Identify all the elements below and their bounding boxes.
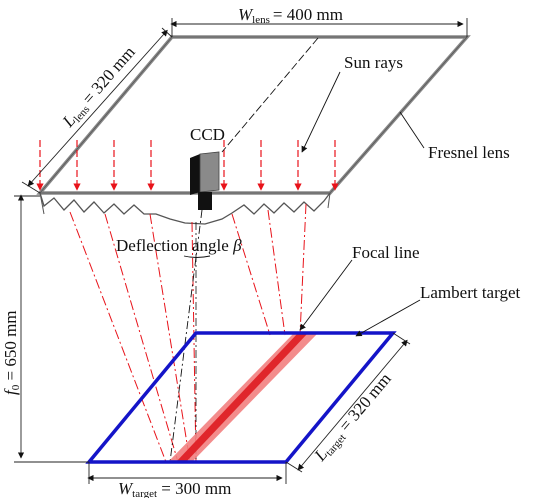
sun-ray-arrows (36, 140, 339, 191)
w-target-dimension (87, 462, 287, 484)
fresnel-lens-profile (39, 192, 331, 225)
fresnel-lens-label: Fresnel lens (428, 143, 510, 162)
f0-label: f0 = 650 mm (1, 310, 22, 395)
focal-line-band (168, 333, 318, 462)
f0-dimension (14, 194, 89, 463)
ccd-camera (190, 151, 220, 210)
l-target-dimension (285, 332, 411, 473)
fresnel-lens-leader (399, 111, 425, 149)
lambert-target-leader (355, 299, 421, 337)
l-lens-dimension (21, 27, 173, 194)
camera-optical-axis (169, 209, 203, 463)
ccd-label: CCD (190, 125, 225, 144)
w-lens-label: Wlens= 400 mm (238, 5, 343, 26)
deflection-angle-arc (183, 255, 211, 258)
focal-line-label: Focal line (352, 243, 420, 262)
refracted-rays (69, 203, 307, 463)
sun-direction-line (221, 37, 319, 153)
deflection-angle-label: Deflection angle β (116, 236, 242, 255)
sun-rays-leader (301, 71, 341, 153)
w-target-label: Wtarget = 300 mm (118, 479, 231, 498)
w-lens-dimension (170, 18, 468, 37)
focal-line-leader (299, 259, 353, 331)
sun-rays-label: Sun rays (344, 53, 403, 72)
lambert-target-label: Lambert target (420, 283, 521, 302)
